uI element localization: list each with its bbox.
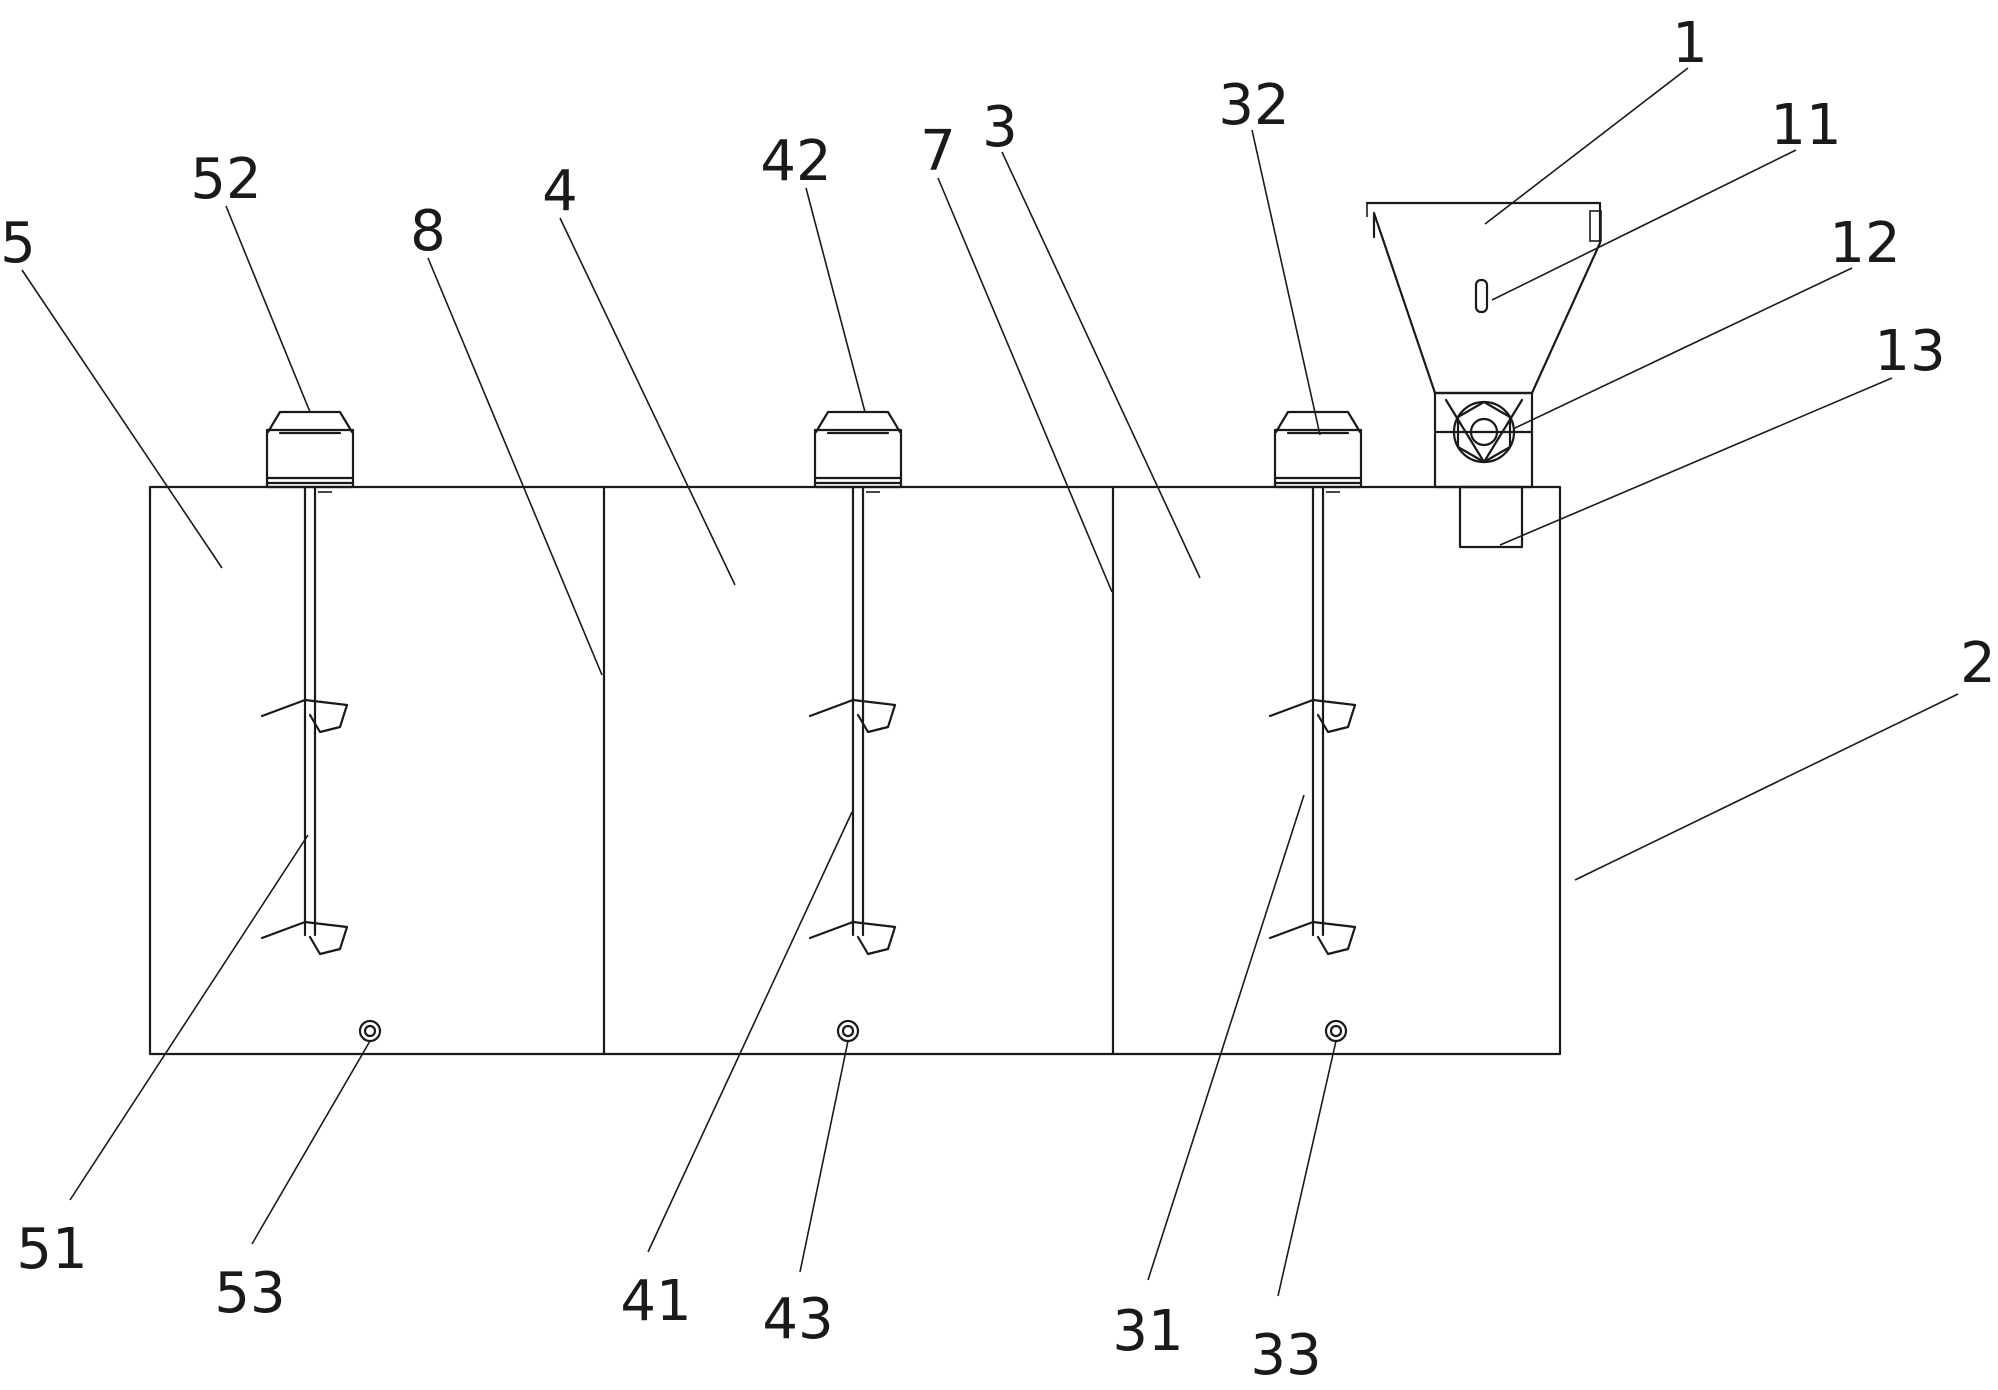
leader-line-3 (1001, 151, 1201, 579)
stirrer-shaft-41 (808, 485, 897, 956)
leader-line-53 (251, 1040, 371, 1245)
leader-line-51 (69, 834, 309, 1201)
leader-line-41 (647, 811, 853, 1253)
drain-outlet-33 (1324, 1019, 1348, 1043)
leader-line-7 (937, 177, 1113, 593)
sight-window-11 (1474, 278, 1489, 314)
label-11: 11 (1770, 93, 1841, 158)
leader-line-52 (225, 205, 311, 413)
motor-52 (265, 410, 355, 493)
label-32: 32 (1218, 73, 1289, 138)
label-4: 4 (542, 159, 578, 224)
leader-line-5 (21, 269, 223, 569)
motors (265, 410, 1363, 493)
drain-outlets (358, 1019, 1348, 1043)
stirrer-shafts (260, 485, 1357, 956)
leader-line-1 (1484, 67, 1689, 225)
label-13: 13 (1874, 319, 1945, 384)
leader-line-4 (559, 217, 736, 586)
leader-line-33 (1277, 1040, 1337, 1297)
leader-lines (21, 67, 1959, 1297)
label-12: 12 (1829, 211, 1900, 276)
leader-line-8 (427, 257, 603, 676)
discharge-pipe-13 (1458, 485, 1524, 549)
label-8: 8 (410, 199, 446, 264)
motor-32 (1273, 410, 1363, 493)
leader-line-43 (799, 1040, 849, 1273)
leader-line-2 (1574, 693, 1959, 881)
label-31: 31 (1112, 1299, 1183, 1364)
label-43: 43 (762, 1287, 833, 1352)
leader-line-13 (1499, 377, 1893, 546)
reference-labels: 1 11 12 13 2 3 31 32 33 4 41 42 43 5 51 … (0, 11, 1996, 1388)
drain-outlet-53 (358, 1019, 382, 1043)
label-42: 42 (760, 129, 831, 194)
drain-outlet-43 (836, 1019, 860, 1043)
motor-42 (813, 410, 903, 493)
label-52: 52 (190, 147, 261, 212)
label-51: 51 (16, 1217, 87, 1282)
stirrer-shaft-31 (1268, 485, 1357, 956)
tank-body (148, 485, 1562, 1056)
label-1: 1 (1672, 11, 1708, 76)
rotary-feeder-12 (1434, 398, 1534, 464)
label-3: 3 (982, 95, 1018, 160)
leader-line-11 (1491, 149, 1797, 301)
label-41: 41 (620, 1269, 691, 1334)
label-53: 53 (214, 1261, 285, 1326)
leader-line-12 (1514, 267, 1853, 429)
label-2: 2 (1960, 631, 1996, 696)
leader-line-42 (805, 187, 866, 413)
label-7: 7 (920, 119, 956, 184)
feed-hopper (1365, 201, 1602, 549)
leader-line-32 (1251, 129, 1321, 436)
stirrer-shaft-51 (260, 485, 349, 956)
leader-line-31 (1147, 794, 1305, 1281)
label-33: 33 (1250, 1323, 1321, 1388)
label-5: 5 (0, 211, 36, 276)
